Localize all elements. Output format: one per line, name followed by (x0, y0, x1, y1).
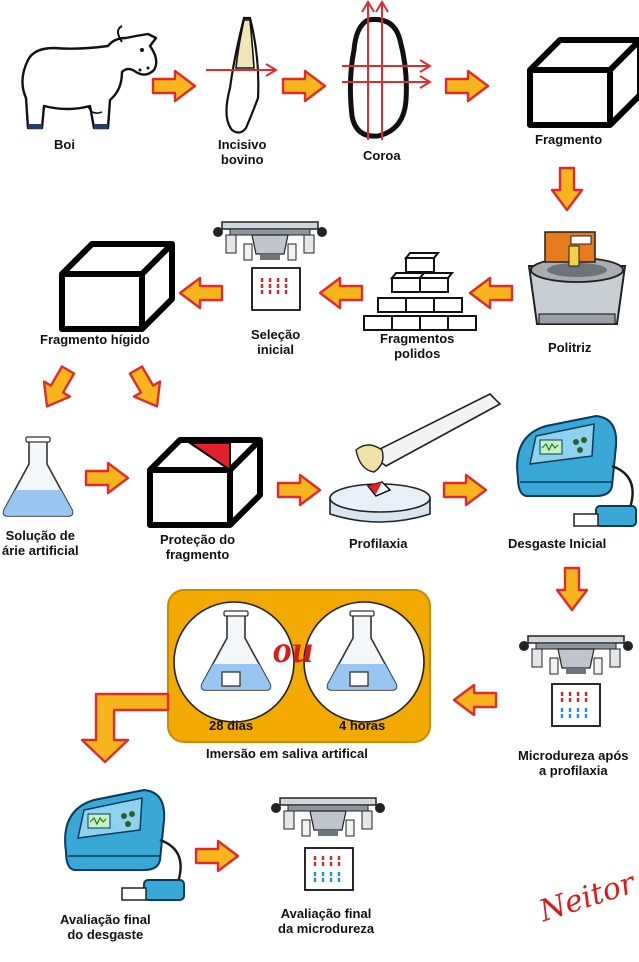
label-fragmentos-polidos: Fragmentos polidos (380, 331, 454, 361)
immersion-panel (167, 589, 431, 743)
cow-icon (21, 25, 158, 130)
label-politriz: Politriz (548, 340, 592, 355)
label-protecao-line2: fragmento (165, 547, 230, 562)
label-28-dias: 28 dias (209, 718, 254, 733)
ou-word: ou (273, 629, 314, 671)
label-boi: Boi (54, 137, 75, 152)
label-selecao-inicial: Seleção inicial (251, 327, 300, 357)
microscope-icon (518, 635, 634, 675)
crown-icon (342, 0, 432, 140)
label-aval-micro-line2: da microdureza (278, 921, 375, 936)
label-fragmento-higido: Fragmento hígido (40, 332, 150, 347)
label-solucao: Solução de árie artificial (2, 528, 79, 558)
flask-icon (2, 436, 74, 517)
label-microdureza-line1: Microdureza após (518, 748, 629, 763)
wear-machine-icon (63, 788, 186, 902)
label-fragmentos-line2: polidos (394, 346, 441, 361)
label-protecao: Proteção do fragmento (160, 532, 235, 562)
label-protecao-line1: Proteção do (160, 532, 236, 547)
label-4-horas: 4 horas (339, 718, 386, 733)
label-imersao: Imersão em saliva artifical (206, 746, 368, 761)
label-aval-desgaste-line1: Avaliação final (60, 912, 151, 927)
tooth-icon (206, 16, 278, 134)
label-avaliacao-microdureza: Avaliação final da microdureza (278, 906, 374, 936)
final-microhardness-card-icon (304, 847, 354, 891)
block-icon (530, 40, 639, 125)
fragments-pile-icon (363, 252, 477, 331)
label-microdureza: Microdureza após a profilaxia (518, 748, 629, 778)
label-incisivo-line2: bovino (220, 152, 264, 167)
microscope-icon (212, 221, 328, 261)
bent-arrow (80, 692, 170, 764)
wear-machine-icon (515, 414, 638, 528)
prophy-handpiece-icon (329, 393, 502, 523)
label-selecao-line2: inicial (257, 342, 294, 357)
label-profilaxia: Profilaxia (349, 536, 408, 551)
microscope-icon (270, 797, 386, 837)
label-selecao-line1: Seleção (251, 327, 301, 342)
label-coroa: Coroa (363, 148, 401, 163)
label-incisivo: Incisivo bovino (218, 137, 266, 167)
label-solucao-line1: Solução de (5, 528, 75, 543)
label-aval-micro-line1: Avaliação final (280, 906, 372, 921)
block-icon (62, 244, 172, 329)
protected-block-icon (150, 440, 260, 525)
label-aval-desgaste-line2: do desgaste (67, 927, 144, 942)
selection-card-icon (251, 267, 301, 311)
label-incisivo-line1: Incisivo (218, 137, 267, 152)
label-fragmento: Fragmento (535, 132, 603, 147)
label-desgaste-inicial: Desgaste Inicial (508, 536, 607, 551)
label-fragmentos-line1: Fragmentos (380, 331, 455, 346)
polisher-icon (527, 231, 627, 325)
microhardness-card-icon (551, 683, 601, 727)
label-solucao-line2: árie artificial (2, 543, 79, 558)
label-avaliacao-desgaste: Avaliação final do desgaste (60, 912, 151, 942)
label-microdureza-line2: a profilaxia (538, 763, 608, 778)
